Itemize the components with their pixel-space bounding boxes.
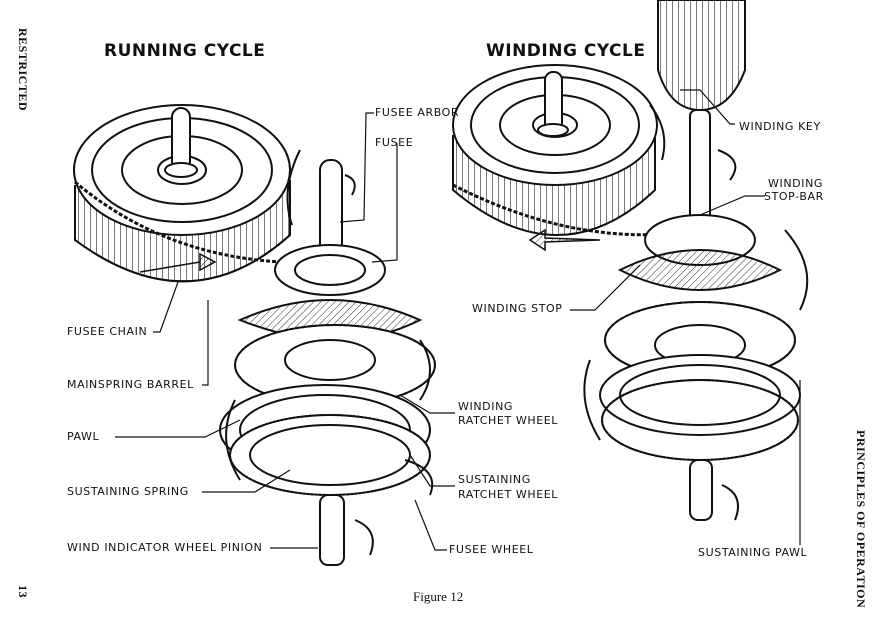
label-mainspring-barrel: MAINSPRING BARREL (67, 378, 194, 391)
label-winding-stop-bar-1: WINDING (768, 177, 824, 190)
running-chain-arrow (139, 252, 217, 273)
label-sustaining-ratchet-wheel-2: RATCHET WHEEL (458, 488, 559, 501)
running-fusee-assembly (219, 159, 436, 566)
winding-rotation-arrows (583, 104, 809, 521)
winding-key (657, 0, 746, 241)
label-fusee-arbor: FUSEE ARBOR (375, 106, 460, 119)
label-sustaining-pawl: SUSTAINING PAWL (698, 546, 808, 559)
winding-chain-arrow (528, 228, 601, 252)
winding-fusee-assembly (599, 214, 801, 521)
label-sustaining-ratchet-wheel-1: SUSTAINING (458, 473, 531, 486)
page-number: 13 (16, 585, 30, 598)
figure-caption: Figure 12 (413, 589, 464, 604)
running-barrel (73, 104, 291, 283)
principles-side-label: PRINCIPLES OF OPERATION (854, 430, 868, 609)
label-wind-indicator-wheel-pinion: WIND INDICATOR WHEEL PINION (67, 541, 263, 554)
running-rotation-arrows (225, 149, 434, 556)
running-leader-lines (115, 112, 455, 551)
running-barrel-arbor (164, 107, 198, 178)
winding-leader-lines (570, 89, 801, 545)
label-pawl: PAWL (67, 430, 100, 443)
label-winding-ratchet-wheel-1: WINDING (458, 400, 514, 413)
winding-cycle-title: WINDING CYCLE (486, 41, 646, 61)
label-winding-stop: WINDING STOP (472, 302, 563, 315)
label-sustaining-spring: SUSTAINING SPRING (67, 485, 189, 498)
restricted-side-label: RESTRICTED (16, 28, 30, 112)
label-fusee-wheel: FUSEE WHEEL (449, 543, 534, 556)
label-winding-stop-bar-2: STOP-BAR (764, 190, 824, 203)
label-fusee: FUSEE (375, 136, 414, 149)
winding-barrel (452, 64, 658, 236)
winding-barrel-arbor (537, 71, 569, 137)
running-cycle-title: RUNNING CYCLE (104, 41, 266, 61)
label-winding-key: WINDING KEY (739, 120, 821, 133)
label-winding-ratchet-wheel-2: RATCHET WHEEL (458, 414, 559, 427)
label-fusee-chain: FUSEE CHAIN (67, 325, 148, 338)
